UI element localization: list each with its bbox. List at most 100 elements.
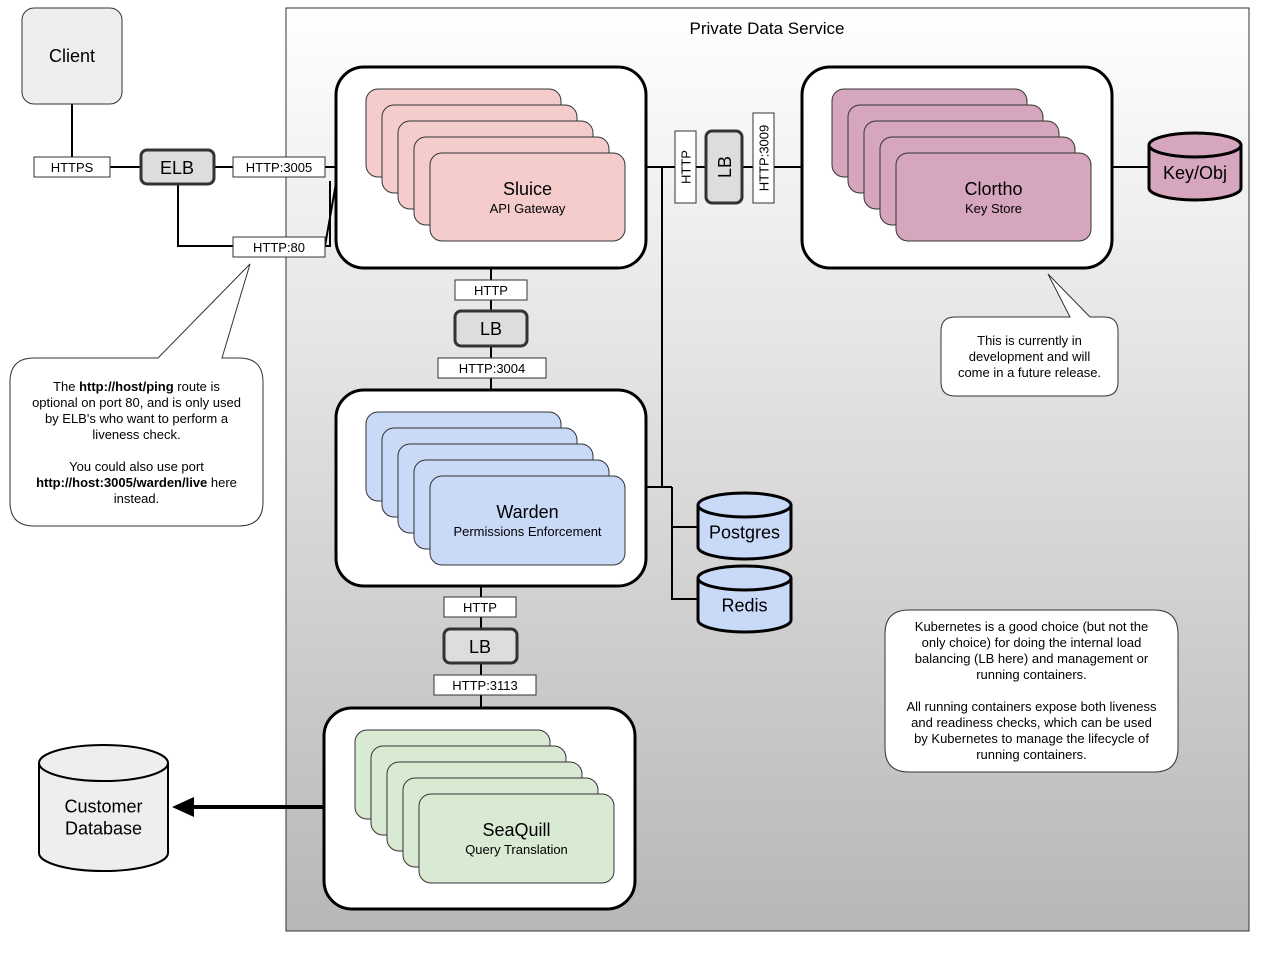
edge-label-http80: HTTP:80 xyxy=(232,236,326,258)
elb-ping-note-line: by ELB's who want to perform a xyxy=(45,411,229,426)
kubernetes-note-text: Kubernetes is a good choice (but not the xyxy=(915,619,1148,634)
kubernetes-note: Kubernetes is a good choice (but not the… xyxy=(884,609,1179,773)
lb-box xyxy=(442,627,519,665)
elb-ping-note-line: liveness check. xyxy=(92,427,180,442)
redis-store-label: Redis xyxy=(721,595,767,615)
elb-ping-note-bubble xyxy=(9,263,264,527)
sluice-container-card xyxy=(429,152,626,242)
edge-label-box xyxy=(437,357,547,379)
edge-label-http: HTTP xyxy=(443,596,517,618)
lb-warden-seaquill: LB xyxy=(442,627,519,665)
clortho-dev-note-text: development and will xyxy=(969,349,1091,364)
seaquill-subtitle: Query Translation xyxy=(465,842,568,857)
edge-label-text: HTTP:80 xyxy=(253,240,305,255)
edge-label-text: HTTP:3005 xyxy=(246,160,312,175)
customer-database-label: Database xyxy=(65,818,142,838)
lb-label: LB xyxy=(480,319,502,339)
connector-line xyxy=(671,527,698,600)
clortho-subtitle: Key Store xyxy=(965,201,1022,216)
private-data-service-title: Private Data Service xyxy=(690,19,845,38)
elb-ping-note-line: instead. xyxy=(114,491,160,506)
kubernetes-note-text: and readiness checks, which can be used xyxy=(911,715,1152,730)
edge-label-box xyxy=(752,112,775,204)
elb-ping-note-text: You could also use port xyxy=(69,459,204,474)
elb-ping-note-text: http://host/ping xyxy=(79,379,174,394)
edge-label-http3005: HTTP:3005 xyxy=(232,156,326,178)
lb-label: LB xyxy=(469,637,491,657)
kubernetes-note-line: only choice) for doing the internal load xyxy=(922,635,1142,650)
customer-db-arrowhead xyxy=(172,797,194,817)
kubernetes-note-text: by Kubernetes to manage the lifecycle of xyxy=(914,731,1149,746)
edge-label-https: HTTPS xyxy=(33,156,111,178)
customer-database-label: Customer xyxy=(64,797,142,817)
connector-line xyxy=(324,182,337,247)
elb-ping-note-text: http://host:3005/warden/live xyxy=(36,475,207,490)
keyobj-store: Key/Obj xyxy=(1147,131,1243,202)
seaquill-container-card xyxy=(418,793,615,884)
clortho-dev-note-line: come in a future release. xyxy=(958,365,1101,380)
edge-label-text: HTTP:3004 xyxy=(459,361,525,376)
edge-label-text: HTTP xyxy=(679,150,694,184)
elb-node: ELB xyxy=(139,148,216,186)
clortho-dev-note-bubble xyxy=(940,273,1119,397)
client-label: Client xyxy=(49,46,95,66)
edge-label-http3113: HTTP:3113 xyxy=(433,674,537,696)
postgres-store: Postgres xyxy=(696,491,793,561)
postgres-store-rim xyxy=(696,504,793,519)
keyobj-store-body xyxy=(1147,131,1243,202)
sluice-name: Sluice xyxy=(503,179,552,199)
elb-ping-note-text: here xyxy=(207,475,237,490)
redis-store: Redis xyxy=(696,564,793,634)
kubernetes-note-text: running containers. xyxy=(976,667,1087,682)
kubernetes-note-line: All running containers expose both liven… xyxy=(906,699,1157,714)
kubernetes-note-line: running containers. xyxy=(976,747,1087,762)
elb-ping-note-text: route is xyxy=(174,379,221,394)
edge-label-text: HTTP xyxy=(463,600,497,615)
elb-box xyxy=(139,148,216,186)
lb-sluice-warden: LB xyxy=(453,309,529,348)
keyobj-store-label: Key/Obj xyxy=(1163,163,1227,183)
edge-label-box xyxy=(33,156,111,178)
edge-label-text: HTTP xyxy=(474,283,508,298)
elb-ping-note-text: optional on port 80, and is only used xyxy=(32,395,241,410)
elb-ping-note-line: The http://host/ping route is xyxy=(53,379,220,394)
client-box xyxy=(21,7,123,105)
clortho-container-card xyxy=(895,152,1092,242)
edge-label-http: HTTP xyxy=(454,279,528,301)
elb-label: ELB xyxy=(160,158,194,178)
kubernetes-note-line: and readiness checks, which can be used xyxy=(911,715,1152,730)
kubernetes-note-bubble xyxy=(884,609,1179,773)
edge-label-http: HTTP xyxy=(674,130,697,204)
edge-label-http3004: HTTP:3004 xyxy=(437,357,547,379)
keyobj-store-rim xyxy=(1147,144,1243,159)
warden-container-card xyxy=(429,475,626,566)
elb-ping-note-text: by ELB's who want to perform a xyxy=(45,411,229,426)
lb-box xyxy=(453,309,529,348)
elb-ping-note-line: http://host:3005/warden/live here xyxy=(36,475,237,490)
customer-database-body xyxy=(38,744,169,872)
kubernetes-note-text: All running containers expose both liven… xyxy=(906,699,1157,714)
clortho-dev-note-text: This is currently in xyxy=(977,333,1082,348)
clortho-dev-note-line: development and will xyxy=(969,349,1091,364)
elb-ping-note-text: instead. xyxy=(114,491,160,506)
edge-label-text: HTTP:3113 xyxy=(452,678,518,693)
postgres-store-label: Postgres xyxy=(709,522,780,542)
edge-label-box xyxy=(232,156,326,178)
edge-label-box xyxy=(674,130,697,204)
elb-ping-note-line: You could also use port xyxy=(69,459,204,474)
sluice-subtitle: API Gateway xyxy=(490,201,566,216)
kubernetes-note-text: only choice) for doing the internal load xyxy=(922,635,1142,650)
kubernetes-note-text: balancing (LB here) and management or xyxy=(915,651,1149,666)
clortho-dev-note-text: come in a future release. xyxy=(958,365,1101,380)
